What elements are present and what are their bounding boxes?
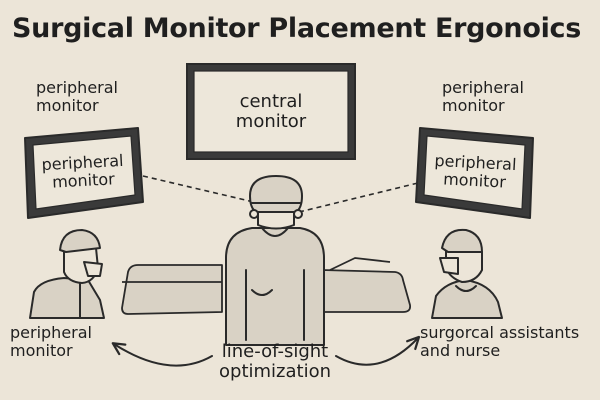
sight-line-left bbox=[142, 175, 259, 204]
curved-arrow-left bbox=[111, 342, 213, 367]
label-line: central bbox=[239, 91, 303, 112]
label-line: surgorcal assistants bbox=[420, 323, 580, 342]
label-line: peripheral bbox=[36, 78, 118, 97]
label-line: monitor bbox=[235, 111, 307, 133]
label-left-top: peripheral monitor bbox=[36, 79, 118, 115]
operating-table bbox=[121, 257, 412, 315]
page-title: Surgical Monitor Placement Ergonoics bbox=[12, 13, 582, 44]
label-line-of-sight: line-of-sight optimization bbox=[200, 341, 350, 383]
label-right-monitor: peripheral monitor bbox=[423, 151, 527, 192]
central-monitor bbox=[186, 63, 356, 160]
label-central-monitor: central monitor bbox=[194, 91, 348, 133]
label-line: monitor bbox=[10, 340, 73, 360]
left-peripheral-monitor bbox=[24, 127, 144, 219]
left-assistant-figure bbox=[29, 229, 105, 319]
sight-lines bbox=[142, 175, 423, 213]
label-line: peripheral bbox=[442, 78, 524, 97]
right-peripheral-monitor bbox=[415, 127, 534, 219]
label-line: optimization bbox=[219, 361, 331, 383]
label-line: monitor bbox=[442, 95, 505, 115]
label-line: line-of-sight bbox=[221, 341, 329, 362]
curved-arrow-right bbox=[335, 335, 421, 366]
label-bottom-left: peripheral monitor bbox=[10, 324, 92, 360]
label-line: peripheral bbox=[10, 323, 92, 342]
label-right-top: peripheral monitor bbox=[442, 79, 524, 115]
surgeon-figure bbox=[225, 175, 325, 346]
sight-line-right bbox=[298, 181, 423, 213]
label-bottom-right: surgorcal assistants and nurse bbox=[420, 324, 579, 360]
label-line: and nurse bbox=[420, 340, 501, 360]
label-line: monitor bbox=[36, 95, 99, 115]
label-left-monitor: peripheral monitor bbox=[31, 151, 135, 192]
nurse-figure bbox=[431, 228, 503, 319]
